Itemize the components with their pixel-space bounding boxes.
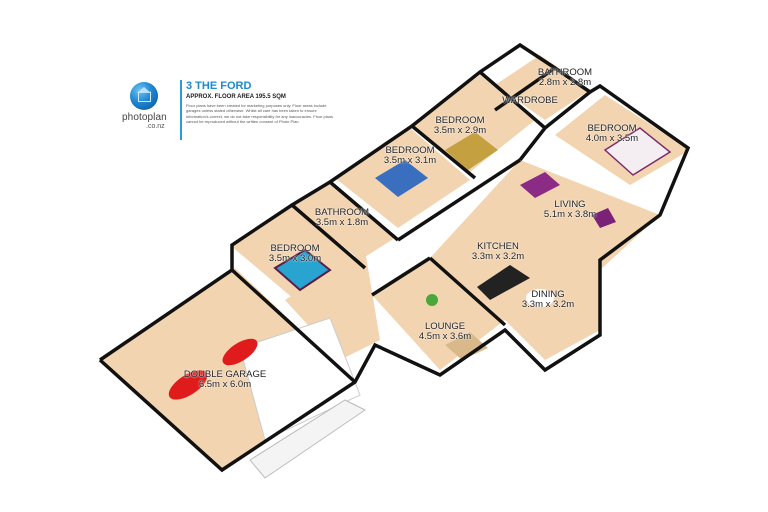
bed-olive [445,132,498,170]
room-size: 3.3m x 3.2m [521,299,575,310]
furniture [273,127,672,360]
logo-wordmark: photoplan [122,112,167,123]
room-label-bedroom-4: BEDROOM 3.5m x 3.0m [269,244,321,264]
kitchen-bench [477,265,530,300]
room-size: 3.5m x 2.9m [433,125,487,136]
room-name: LOUNGE [424,321,466,332]
sofa-purple [520,172,560,198]
car-rear [222,338,258,366]
listing-header: photoplan .co.nz 3 THE FORD APPROX. FLOO… [110,78,350,148]
room-size: 3.5m x 3.0m [268,253,322,264]
disclaimer-text: Floor plans have been created for market… [186,103,334,124]
room-label-master-bedroom: BEDROOM 4.0m x 3.5m [586,124,638,144]
room-label-double-garage: DOUBLE GARAGE 6.5m x 6.0m [184,370,266,390]
bedroom1-floor [410,75,535,172]
bed-teal [273,248,332,292]
room-name: BATHROOM [314,207,370,218]
dining-table [526,289,554,307]
room-label-dining: DINING 3.3m x 3.2m [522,290,574,310]
chair-purple [592,208,616,228]
room-name: BEDROOM [270,243,320,254]
plant [426,294,438,306]
room-name: KITCHEN [477,241,519,252]
logo-domain: .co.nz [146,123,165,130]
property-title: 3 THE FORD [186,80,252,92]
room-name: BEDROOM [587,123,637,134]
house-globe-icon [130,82,158,110]
room-label-ensuite-bathroom: BATHROOM 2.8m x 2.8m [538,68,592,88]
walls [98,42,691,473]
room-name: BEDROOM [385,145,435,156]
room-label-living: LIVING 5.1m x 3.8m [544,200,596,220]
room-size: 6.5m x 6.0m [198,379,252,390]
garage-contents [168,317,366,479]
room-label-kitchen: KITCHEN 3.3m x 3.2m [472,242,524,262]
room-name: DINING [531,289,565,300]
bed-master [603,127,672,176]
photoplan-logo: photoplan .co.nz [110,78,180,138]
kitchen-living-floor [430,160,660,360]
room-name: BEDROOM [435,115,485,126]
room-size: 4.0m x 3.5m [585,133,639,144]
garage-door [239,317,361,441]
hall-floor [285,250,380,360]
room-label-wardrobe: WARDROBE [502,96,558,106]
room-name: BATHROOM [537,67,593,78]
room-size: 3.3m x 3.2m [471,251,525,262]
room-label-bathroom: BATHROOM 3.5m x 1.8m [315,208,369,228]
lounge-sofa [445,332,488,360]
room-size: 3.5m x 3.1m [383,155,437,166]
car-front [168,370,208,400]
room-size: 3.5m x 1.8m [315,217,369,228]
room-size: 2.8m x 2.8m [538,77,592,88]
room-size: 5.1m x 3.8m [543,209,597,220]
garage-apron [249,399,366,479]
header-divider [180,80,182,140]
room-label-bedroom-2: BEDROOM 3.5m x 2.9m [434,116,486,136]
room-name: DOUBLE GARAGE [183,369,267,380]
room-name: LIVING [554,199,586,210]
floor-area: APPROX. FLOOR AREA 195.5 SQM [186,94,286,100]
room-name: WARDROBE [502,95,558,106]
bed-blue [375,160,428,197]
room-label-bedroom-3: BEDROOM 3.5m x 3.1m [384,146,436,166]
bathroom2-floor [292,182,395,260]
ensuite-floor [495,55,590,120]
room-size: 4.5m x 3.6m [418,331,472,342]
room-label-lounge: LOUNGE 4.5m x 3.6m [419,322,471,342]
